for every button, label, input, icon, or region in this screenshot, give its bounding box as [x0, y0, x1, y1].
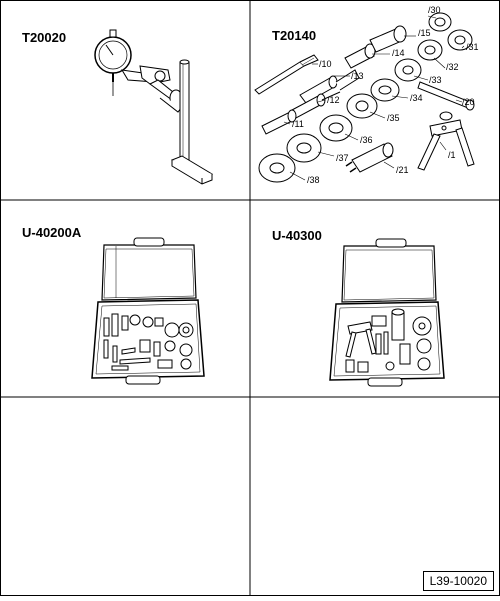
callout-label: /14: [392, 48, 405, 58]
callout-label: /12: [327, 95, 340, 105]
case-u40300-illustration: [329, 238, 445, 387]
dial-indicator-illustration: [94, 29, 214, 185]
callout-label: /13: [351, 71, 364, 81]
callout-label: /10: [319, 59, 332, 69]
callout-label: /32: [446, 62, 459, 72]
callout-label: /15: [418, 28, 431, 38]
callout-labels: /30 /15 /31 /14 /10 /32 /13 /33 /20 /34 …: [292, 5, 479, 185]
callout-label: /33: [429, 75, 442, 85]
callout-label: /31: [466, 42, 479, 52]
callout-label: /1: [448, 150, 456, 160]
tool-set-illustration: [254, 12, 475, 183]
callout-label: /21: [396, 165, 409, 175]
panel-title-u40200a: U-40200A: [22, 225, 82, 240]
case-u40200a-illustration: [91, 237, 205, 385]
panel-title-t20140: T20140: [272, 28, 317, 43]
callout-label: /20: [462, 97, 475, 107]
panel-title-t20020: T20020: [22, 30, 67, 45]
callout-label: /30: [428, 5, 441, 15]
figure-reference-label: L39-10020: [422, 571, 494, 591]
panel-title-u40300: U-40300: [272, 228, 322, 243]
callout-label: /37: [336, 153, 349, 163]
callout-label: /35: [387, 113, 400, 123]
callout-label: /11: [292, 119, 304, 129]
callout-label: /38: [307, 175, 320, 185]
callout-label: /34: [410, 93, 423, 103]
callout-label: /36: [360, 135, 373, 145]
callout-leaders: [283, 15, 465, 181]
